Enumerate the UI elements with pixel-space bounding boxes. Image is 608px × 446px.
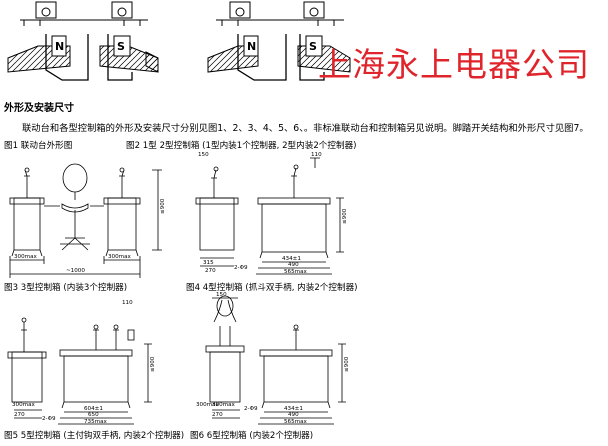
fig1-dim-300max-b: 300max	[108, 254, 132, 260]
caption-fig5: 图5 5型控制箱 (主付钩双手柄, 内装2个控制器)	[4, 431, 185, 441]
fig5-dim-110: 110	[122, 300, 133, 306]
fig5-dim-900: ≤900	[150, 356, 156, 372]
fig6-dim-300max-b: 300max	[196, 402, 220, 408]
fig6-dim-150: 150	[216, 292, 227, 298]
fig6-dim-270: 270	[212, 412, 223, 418]
fig6-box-drawing	[205, 295, 346, 425]
fig1-dim-300max-a: 300max	[14, 254, 38, 260]
fig6-dim-565: 565max	[284, 419, 308, 425]
fig2-dim-434: 434±1	[282, 256, 301, 262]
fig1-dim-1000: ~1000	[66, 268, 85, 274]
fig6-dim-300max: 300max	[212, 402, 236, 408]
magnet-label-n-right: N	[247, 40, 256, 53]
fig1-console-drawing	[9, 163, 162, 278]
fig2-dim-270: 270	[205, 268, 216, 274]
fig2-dim-2phi9: 2-Φ9	[234, 265, 248, 271]
fig2-dim-315: 315	[203, 260, 214, 266]
caption-fig1: 图1 联动台外形图	[4, 141, 73, 151]
intro-paragraph: 联动台和各型控制箱的外形及安装尺寸分别见图1、2、3、4、5、6、。非标准联动台…	[22, 123, 589, 134]
fig6-dim-900: ≤900	[344, 356, 350, 372]
fig5-dim-735: 735max	[84, 419, 108, 425]
fig6-dim-490: 490	[288, 412, 299, 418]
fig6-dim-2phi9: 2-Φ9	[244, 406, 258, 412]
fig2-dim-490: 490	[288, 262, 299, 268]
fig5-dim-300max: 300max	[12, 402, 36, 408]
company-name: 上海永上电器公司	[318, 45, 590, 84]
fig2-dim-110: 110	[311, 152, 322, 158]
fig1-dim-900: ≤900	[160, 198, 166, 214]
caption-fig4: 图4 4型控制箱 (抓斗双手柄, 内装2个控制器)	[186, 283, 358, 293]
fig5-dim-2phi9: 2-Φ9	[42, 416, 56, 422]
fig2-box-drawing	[195, 157, 344, 275]
fig2-dim-565: 565max	[284, 269, 308, 275]
magnet-label-s-right: S	[309, 40, 317, 53]
fig5-dim-270: 270	[14, 412, 25, 418]
magnet-label-n-left: N	[55, 40, 64, 53]
magnet-schematic-left	[7, 1, 159, 81]
fig2-dim-150: 150	[198, 152, 209, 158]
fig5-dim-650: 650	[88, 412, 99, 418]
caption-fig2: 图2 1型 2型控制箱 (1型内装1个控制器, 2型内装2个控制器)	[126, 141, 357, 151]
fig2-dim-900: ≤900	[342, 208, 348, 224]
fig5-dim-604: 604±1	[84, 406, 103, 412]
caption-fig6: 图6 6型控制箱 (内装2个控制器)	[190, 431, 314, 441]
magnet-label-s-left: S	[117, 40, 125, 53]
section-title: 外形及安装尺寸	[4, 103, 74, 114]
caption-fig3: 图3 3型控制箱 (内装3个控制器)	[4, 283, 128, 293]
fig5-box-drawing	[7, 317, 152, 425]
magnet-schematic-right	[207, 1, 351, 81]
fig6-dim-434: 434±1	[284, 406, 303, 412]
